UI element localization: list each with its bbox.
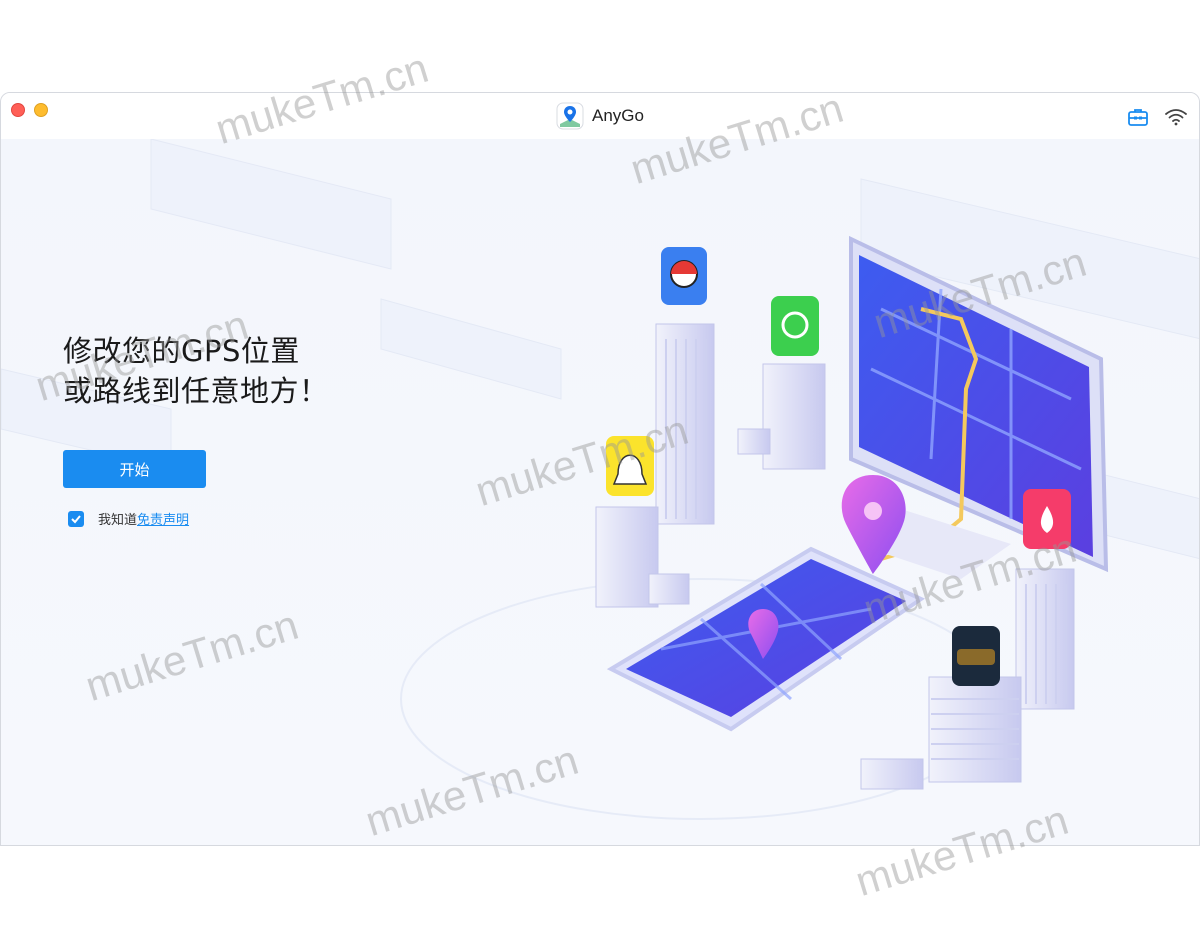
app-name: AnyGo <box>592 106 644 125</box>
checkmark-icon <box>71 514 81 523</box>
headline-line-1: 修改您的GPS位置 <box>63 334 300 368</box>
start-button[interactable]: 开始 <box>63 450 206 488</box>
title-bar: AnyGo <box>1 93 1199 140</box>
window-title: AnyGo <box>556 102 644 130</box>
close-window-button[interactable] <box>11 103 25 117</box>
headline-line-2: 或路线到任意地方！ <box>63 374 329 408</box>
welcome-panel: 修改您的GPS位置 或路线到任意地方！ 开始 我知道 免责声明 <box>1 139 1199 845</box>
minimize-window-button[interactable] <box>34 103 48 117</box>
disclaimer-link[interactable]: 免责声明 <box>137 513 190 528</box>
app-window: AnyGo <box>0 92 1200 846</box>
location-illustration <box>1 139 1199 820</box>
toolbox-icon[interactable] <box>1126 105 1150 129</box>
anygo-logo-icon <box>556 102 584 130</box>
wifi-icon[interactable] <box>1164 105 1188 129</box>
agreement-row: 我知道 免责声明 <box>68 509 189 528</box>
agree-label: 我知道 <box>98 513 138 528</box>
agree-checkbox[interactable] <box>68 510 84 527</box>
headline: 修改您的GPS位置 或路线到任意地方！ <box>63 331 329 411</box>
